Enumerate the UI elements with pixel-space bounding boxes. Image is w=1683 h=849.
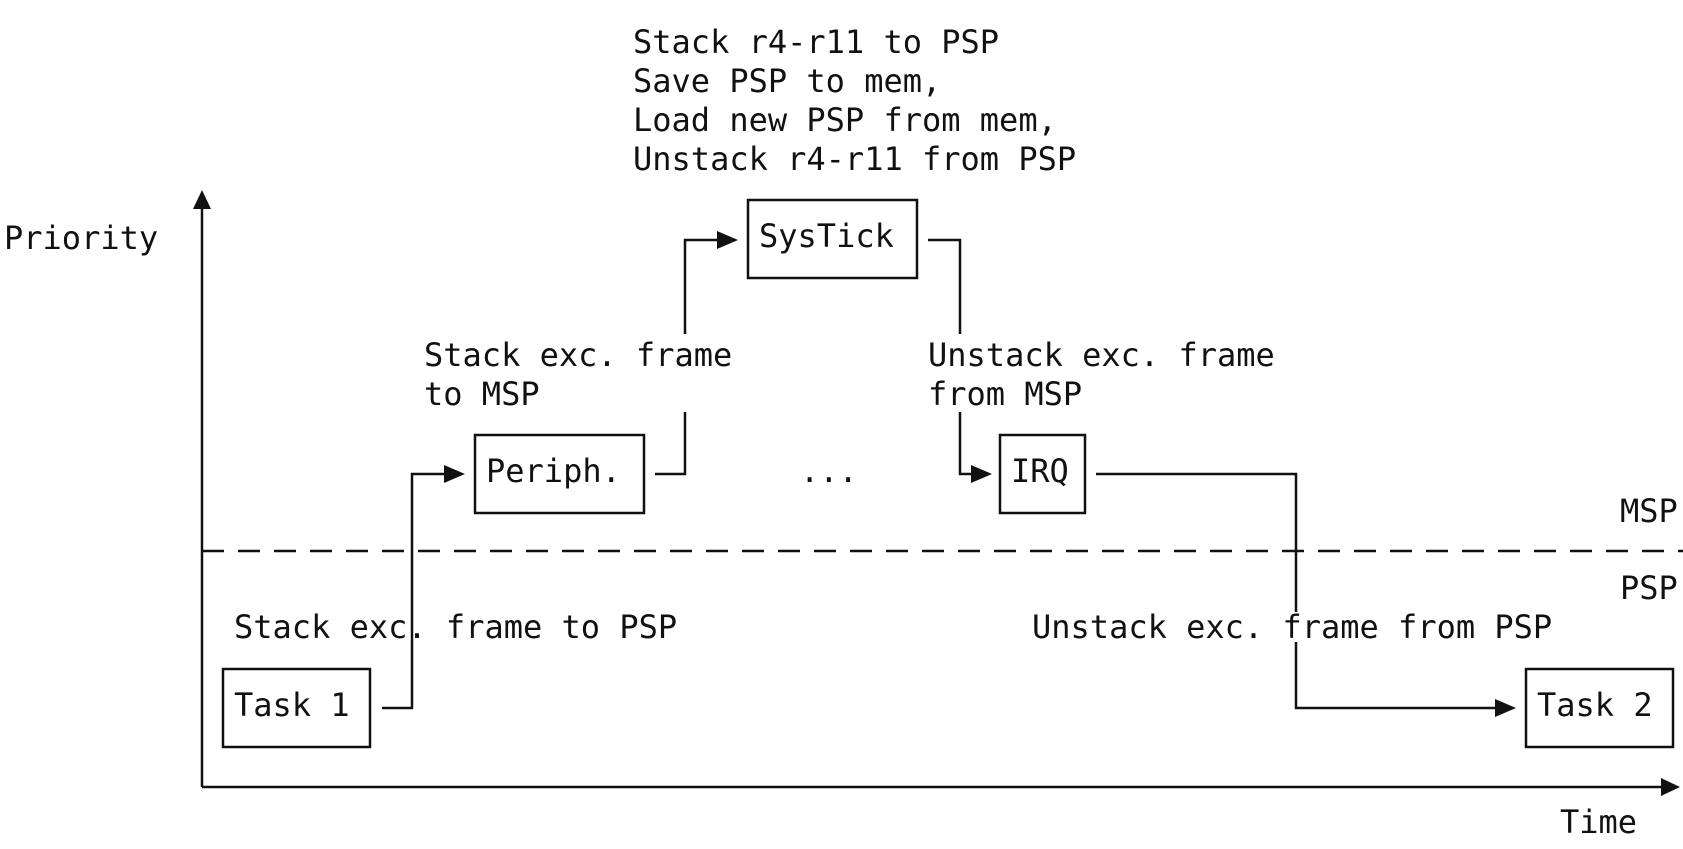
unstack-psp-note: Unstack exc. frame from PSP [1032,608,1552,646]
task1-label: Task 1 [234,686,350,724]
context-switch-note-line4: Unstack r4-r11 from PSP [633,140,1076,178]
msp-label: MSP [1620,492,1678,530]
systick-label: SysTick [759,217,894,255]
time-axis [202,778,1680,796]
irq-box: IRQ [998,433,1087,515]
stack-msp-note-line1: Stack exc. frame [424,336,732,374]
periph-to-systick-arrow [655,231,738,476]
unstack-msp-note-line2: from MSP [928,375,1082,413]
stack-psp-note: Stack exc. frame to PSP [234,608,677,646]
systick-box: SysTick [746,198,919,280]
periph-label: Periph. [486,452,621,490]
priority-axis [193,190,211,787]
context-switch-note-line3: Load new PSP from mem, [633,101,1057,139]
irq-label: IRQ [1011,452,1069,490]
task1-to-periph-arrow [382,465,465,710]
stack-msp-note-line2: to MSP [424,375,540,413]
irq-to-task2-arrow [1096,472,1516,717]
time-axis-label: Time [1560,803,1637,841]
task1-box: Task 1 [221,667,372,749]
priority-axis-label: Priority [4,219,158,257]
context-switch-note-line2: Save PSP to mem, [633,62,941,100]
task2-box: Task 2 [1524,667,1675,749]
unstack-msp-note-line1: Unstack exc. frame [928,336,1275,374]
periph-box: Periph. [473,433,646,515]
task2-label: Task 2 [1537,686,1653,724]
ellipsis: ... [800,452,858,490]
psp-label: PSP [1620,569,1678,607]
context-switch-note-line1: Stack r4-r11 to PSP [633,23,999,61]
systick-to-irq-arrow [928,238,992,483]
